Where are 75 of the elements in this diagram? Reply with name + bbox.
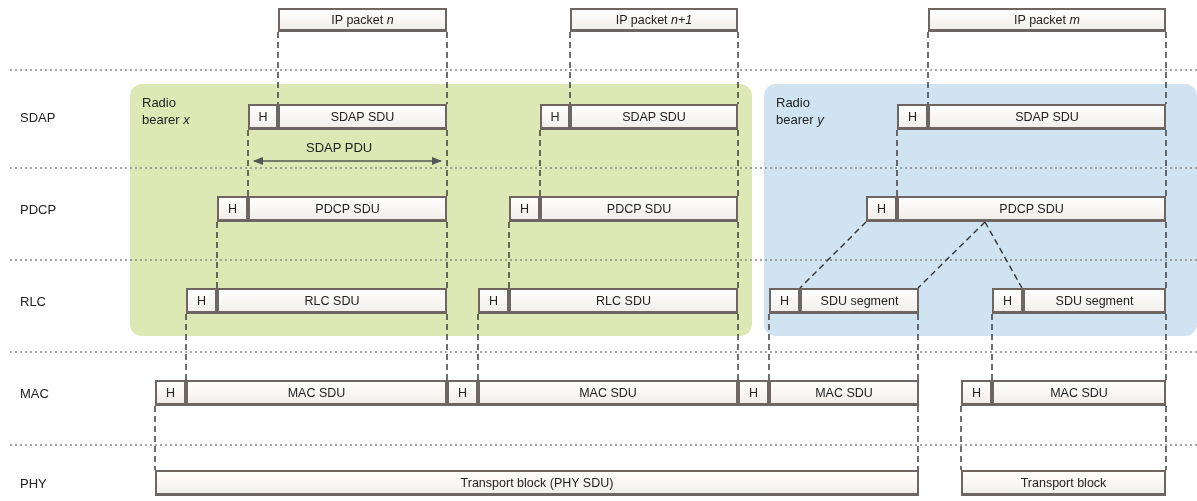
mapping-line — [737, 313, 739, 381]
mapping-line — [446, 31, 448, 105]
radio-bearer-panel — [764, 84, 1197, 336]
mapping-line — [1165, 129, 1167, 197]
header-field: H — [866, 196, 897, 222]
data-unit-bar: MAC SDU — [992, 380, 1166, 406]
mapping-line — [917, 405, 919, 471]
data-unit-bar: MAC SDU — [769, 380, 919, 406]
mapping-line — [1165, 221, 1167, 289]
data-unit-bar: SDU segment — [1023, 288, 1166, 314]
bearer-label: Radio bearer x — [142, 94, 191, 128]
mapping-line — [737, 129, 739, 197]
header-field: H — [769, 288, 800, 314]
data-unit-bar: RLC SDU — [509, 288, 738, 314]
mapping-line — [446, 129, 448, 197]
layer-name: RLC — [20, 294, 46, 309]
header-field: H — [478, 288, 509, 314]
mapping-line — [896, 129, 898, 197]
data-unit-bar: Transport block — [961, 470, 1166, 496]
mapping-line — [917, 221, 986, 289]
mapping-line — [737, 31, 739, 105]
data-unit-bar: MAC SDU — [186, 380, 447, 406]
mapping-line — [216, 221, 218, 289]
layer-name: PHY — [20, 476, 47, 491]
mapping-line — [446, 221, 448, 289]
data-unit-bar: Transport block (PHY SDU) — [155, 470, 919, 496]
data-unit-bar: IP packet m — [928, 8, 1166, 32]
header-field: H — [897, 104, 928, 130]
data-unit-bar: PDCP SDU — [540, 196, 738, 222]
mapping-line — [277, 31, 279, 105]
data-unit-bar: PDCP SDU — [248, 196, 447, 222]
data-unit-bar: SDAP SDU — [928, 104, 1166, 130]
mapping-line — [917, 313, 919, 381]
data-unit-bar: PDCP SDU — [897, 196, 1166, 222]
mapping-line — [768, 313, 770, 381]
mapping-line — [991, 313, 993, 381]
mapping-line — [185, 313, 187, 381]
mapping-line — [569, 31, 571, 105]
mapping-line — [154, 405, 156, 471]
dimension-label: SDAP PDU — [306, 140, 373, 155]
header-field: H — [447, 380, 478, 406]
data-unit-bar: IP packet n+1 — [570, 8, 738, 32]
mapping-line — [477, 313, 479, 381]
mapping-line — [960, 405, 962, 471]
mapping-line — [539, 129, 541, 197]
mapping-line — [247, 129, 249, 197]
header-field: H — [509, 196, 540, 222]
data-unit-bar: RLC SDU — [217, 288, 447, 314]
header-field: H — [540, 104, 570, 130]
bearer-label: Radio bearer y — [776, 94, 825, 128]
header-field: H — [248, 104, 278, 130]
data-unit-bar: SDU segment — [800, 288, 919, 314]
header-field: H — [155, 380, 186, 406]
mapping-line — [799, 221, 867, 289]
mapping-line — [1165, 31, 1167, 105]
mapping-line — [1165, 313, 1167, 381]
radio-bearer-panel — [130, 84, 752, 336]
data-unit-bar: SDAP SDU — [570, 104, 738, 130]
header-field: H — [217, 196, 248, 222]
mapping-line — [1165, 405, 1167, 471]
data-unit-bar: IP packet n — [278, 8, 447, 32]
mapping-line — [927, 31, 929, 105]
mapping-line — [984, 221, 1023, 289]
header-field: H — [186, 288, 217, 314]
mapping-line — [737, 221, 739, 289]
header-field: H — [961, 380, 992, 406]
mapping-line — [446, 313, 448, 381]
layer-name: MAC — [20, 386, 49, 401]
header-field: H — [738, 380, 769, 406]
mapping-line — [508, 221, 510, 289]
data-unit-bar: SDAP SDU — [278, 104, 447, 130]
layer-name: PDCP — [20, 202, 57, 217]
layer-name: SDAP — [20, 110, 56, 125]
header-field: H — [992, 288, 1023, 314]
data-unit-bar: MAC SDU — [478, 380, 738, 406]
